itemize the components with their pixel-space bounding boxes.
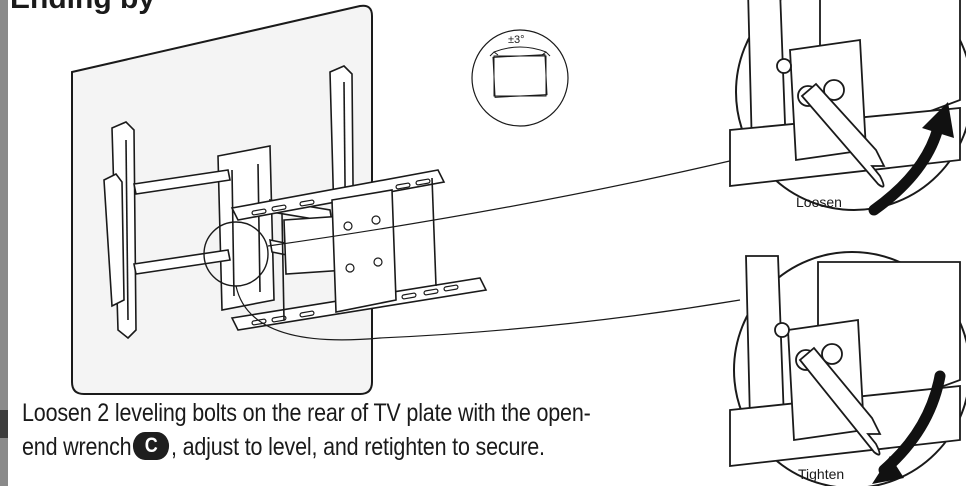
left-tv-bracket [103,121,137,340]
instruction-line-2-start: end wrench [22,433,132,461]
plate-slots [251,178,459,326]
loosen-detail [729,0,966,216]
angle-indicator [471,29,569,127]
page-edge-tab [0,410,8,438]
angle-label: ±3° [508,34,525,46]
page-heading-fragment: Ending by [10,0,155,16]
page-edge-strip [0,0,8,486]
plate-keyholes [343,215,383,273]
wrench-c-badge: C [133,432,170,461]
loosen-label: Loosen [796,194,842,210]
instruction-line-1: Loosen 2 leveling bolts on the rear of T… [22,399,591,427]
tighten-label: Tighten [798,466,845,482]
instruction-line-2-end: , adjust to level, and retighten to secu… [170,433,545,461]
wall-plate [217,145,275,311]
instruction-text: Loosen 2 leveling bolts on the rear of T… [22,396,624,464]
tighten-detail [729,251,966,486]
tv-rails [133,169,231,275]
leader-lines [235,159,741,341]
